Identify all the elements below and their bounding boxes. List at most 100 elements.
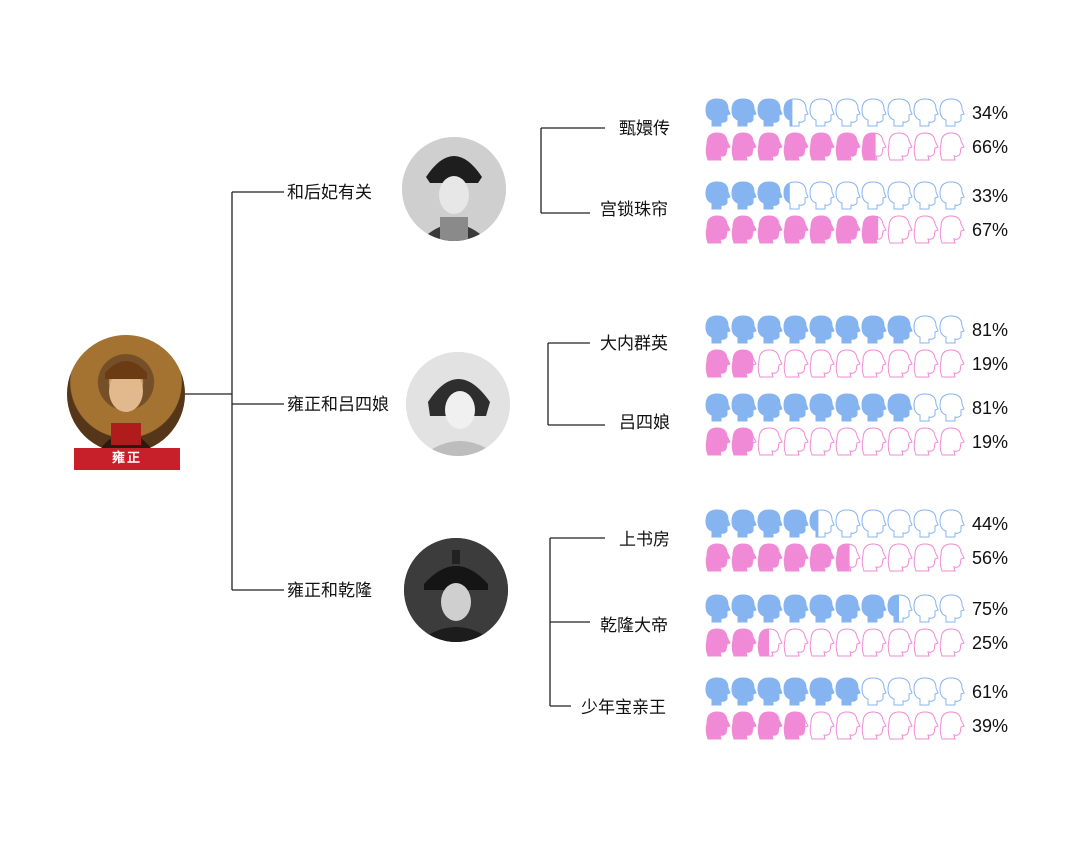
male-head-icon — [835, 393, 861, 422]
female-head-icon — [835, 132, 861, 161]
male-head-icon — [757, 181, 783, 210]
qianlong-portrait — [404, 538, 508, 642]
female-percent: 39% — [972, 716, 1009, 736]
female-head-icon — [887, 132, 913, 161]
male-head-icon — [861, 594, 887, 623]
male-head-icon — [861, 393, 887, 422]
male-head-icon — [809, 181, 835, 210]
female-head-icon — [705, 132, 731, 161]
female-head-icon — [783, 215, 809, 244]
male-head-icon — [731, 315, 757, 344]
female-head-icon — [861, 628, 887, 657]
female-head-icon — [835, 711, 861, 740]
female-head-icon — [861, 349, 887, 378]
female-head-icon — [731, 427, 757, 456]
concubine-portrait — [402, 137, 506, 241]
female-head-icon — [939, 132, 965, 161]
male-icon-row — [705, 594, 965, 623]
female-head-icon — [835, 215, 861, 244]
female-head-icon — [913, 349, 939, 378]
female-head-icon — [731, 349, 757, 378]
male-head-icon — [731, 677, 757, 706]
male-head-icon — [913, 509, 939, 538]
female-head-icon — [835, 628, 861, 657]
female-head-icon — [757, 349, 783, 378]
female-head-icon — [887, 711, 913, 740]
female-icon-row — [705, 132, 965, 161]
female-head-icon — [809, 628, 835, 657]
male-head-icon — [835, 677, 861, 706]
male-head-icon — [939, 98, 965, 127]
female-head-icon — [783, 349, 809, 378]
female-head-icon — [939, 427, 965, 456]
male-icon-row — [705, 393, 965, 422]
female-head-icon — [887, 543, 913, 572]
show-title: 甄嬛传 — [619, 119, 670, 139]
male-head-icon — [705, 315, 731, 344]
male-head-icon — [705, 677, 731, 706]
male-head-icon — [861, 98, 887, 127]
female-head-icon — [783, 543, 809, 572]
male-head-icon — [887, 677, 913, 706]
female-head-icon — [757, 628, 783, 657]
male-head-icon — [705, 181, 731, 210]
female-head-icon — [809, 349, 835, 378]
female-head-icon — [861, 215, 887, 244]
topic-label-qianlong: 雍正和乾隆 — [287, 581, 372, 601]
male-icon-row — [705, 98, 965, 127]
female-head-icon — [757, 543, 783, 572]
male-head-icon — [913, 315, 939, 344]
male-head-icon — [783, 98, 809, 127]
female-head-icon — [757, 215, 783, 244]
male-icon-row — [705, 677, 965, 706]
male-head-icon — [835, 315, 861, 344]
female-head-icon — [783, 711, 809, 740]
male-head-icon — [757, 393, 783, 422]
female-icon-row — [705, 349, 965, 378]
female-icon-row — [705, 711, 965, 740]
female-percent: 56% — [972, 548, 1009, 568]
male-head-icon — [757, 315, 783, 344]
male-head-icon — [835, 509, 861, 538]
female-head-icon — [861, 427, 887, 456]
male-head-icon — [835, 181, 861, 210]
female-head-icon — [887, 427, 913, 456]
female-head-icon — [731, 628, 757, 657]
female-head-icon — [757, 711, 783, 740]
male-head-icon — [861, 181, 887, 210]
male-head-icon — [809, 594, 835, 623]
male-head-icon — [861, 509, 887, 538]
female-head-icon — [913, 711, 939, 740]
male-head-icon — [913, 393, 939, 422]
show-title: 吕四娘 — [619, 413, 670, 433]
male-percent: 81% — [972, 320, 1009, 340]
male-head-icon — [939, 594, 965, 623]
male-head-icon — [783, 677, 809, 706]
female-head-icon — [861, 132, 887, 161]
male-head-icon — [835, 594, 861, 623]
show-title: 上书房 — [619, 530, 670, 550]
female-head-icon — [705, 349, 731, 378]
female-head-icon — [861, 543, 887, 572]
female-head-icon — [783, 628, 809, 657]
male-head-icon — [913, 181, 939, 210]
male-head-icon — [887, 315, 913, 344]
male-head-icon — [731, 594, 757, 623]
female-head-icon — [809, 132, 835, 161]
male-head-icon — [835, 98, 861, 127]
female-head-icon — [939, 711, 965, 740]
female-head-icon — [731, 132, 757, 161]
female-head-icon — [731, 215, 757, 244]
male-head-icon — [887, 393, 913, 422]
female-head-icon — [705, 427, 731, 456]
female-head-icon — [783, 132, 809, 161]
male-head-icon — [913, 98, 939, 127]
male-percent: 81% — [972, 398, 1009, 418]
male-head-icon — [939, 181, 965, 210]
female-head-icon — [835, 427, 861, 456]
male-head-icon — [887, 98, 913, 127]
topic-label-lu-siniang: 雍正和吕四娘 — [287, 395, 389, 415]
female-percent: 25% — [972, 633, 1009, 653]
female-head-icon — [705, 543, 731, 572]
